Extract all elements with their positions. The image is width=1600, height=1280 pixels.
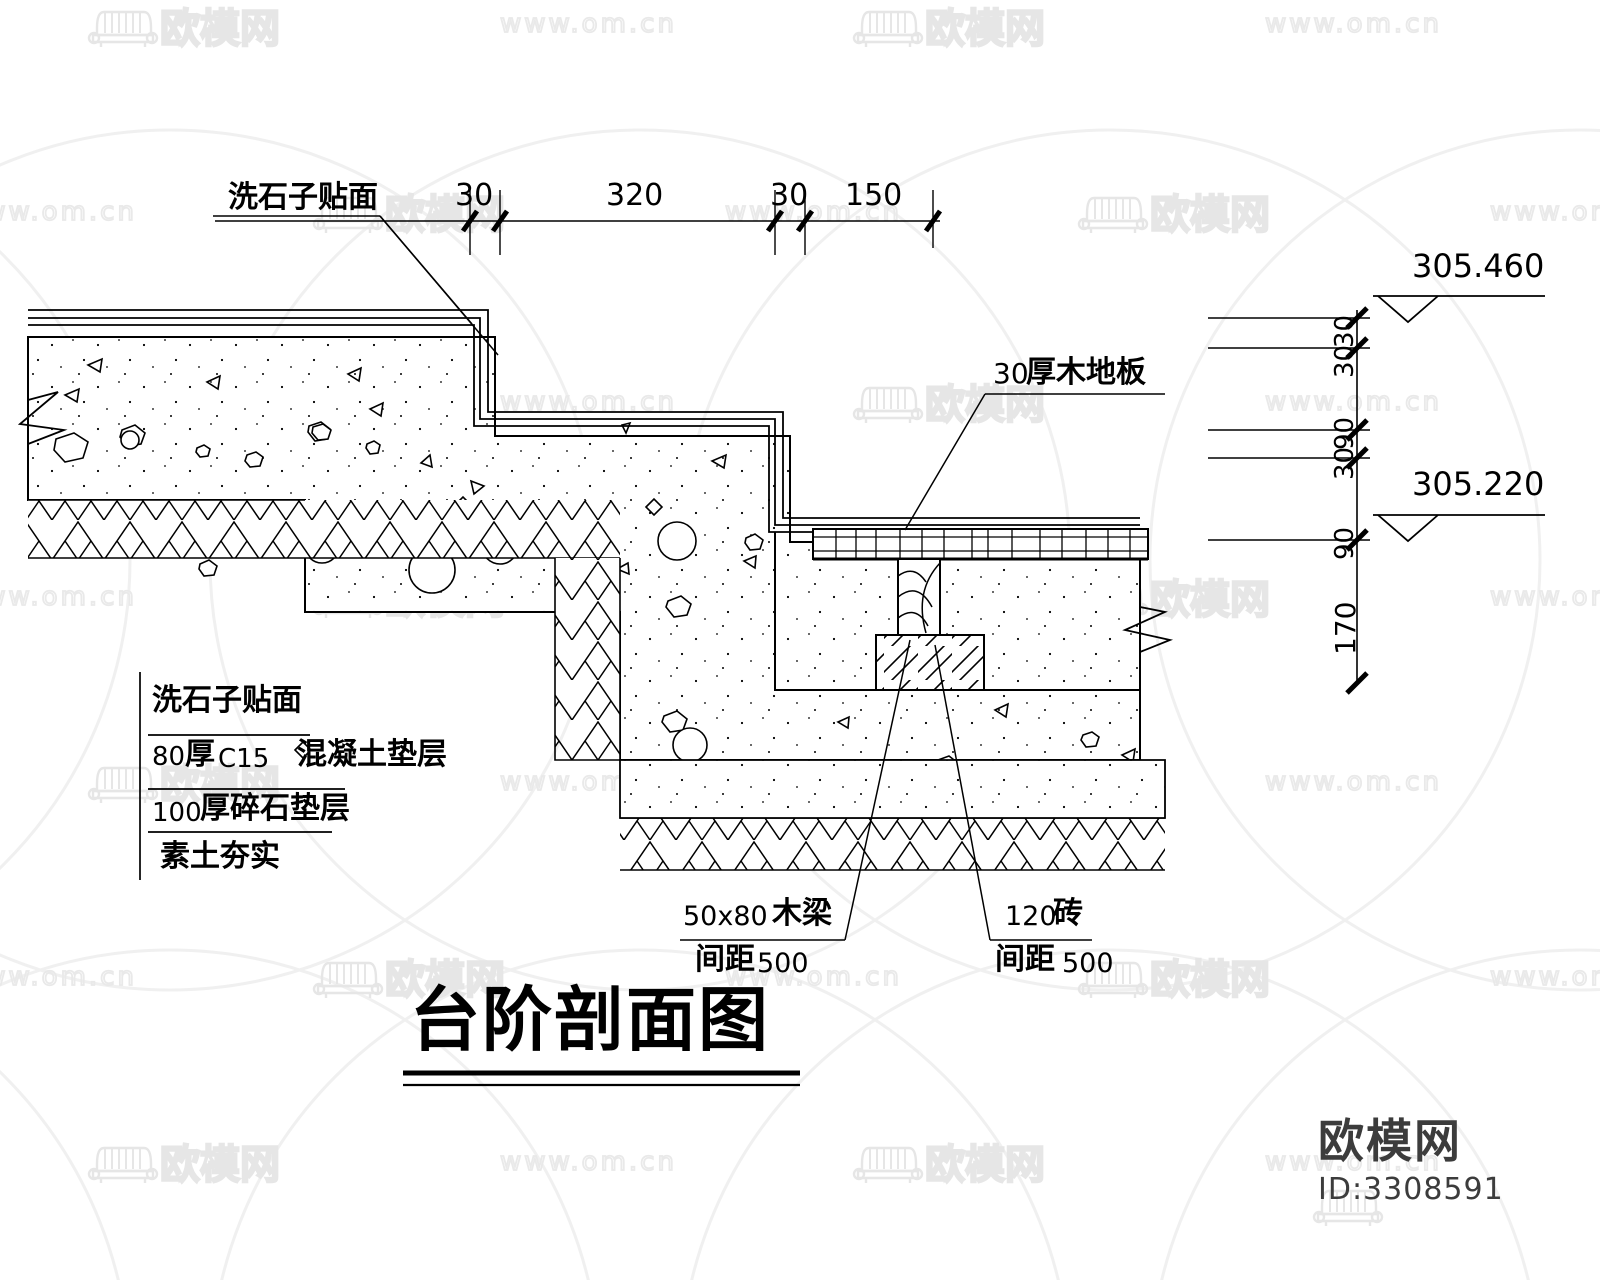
- svg-text:欧模网: 欧模网: [160, 762, 280, 808]
- layer-note-lines: [139, 672, 345, 880]
- svg-text:www.om.cn: www.om.cn: [500, 9, 677, 39]
- wood-floor-leader: [904, 393, 1165, 531]
- svg-text:www.om.cn: www.om.cn: [1265, 9, 1442, 39]
- dimension-right-1: 30: [1330, 314, 1360, 348]
- svg-text:www.om.cn: www.om.cn: [0, 962, 137, 992]
- svg-text:www.om.cn: www.om.cn: [1265, 387, 1442, 417]
- layer-note-2-grade: C15: [218, 744, 270, 774]
- dimension-right-2: 30: [1330, 344, 1360, 378]
- layer-note-2-qty: 80: [152, 742, 186, 772]
- svg-text:www.om.cn: www.om.cn: [500, 1147, 677, 1177]
- svg-text:欧模网: 欧模网: [160, 6, 280, 52]
- svg-text:欧模网: 欧模网: [925, 6, 1045, 52]
- top-dimension-line: [215, 190, 943, 255]
- svg-text:www.om.cn: www.om.cn: [1490, 197, 1600, 227]
- drawing-title: 台阶剖面图: [410, 979, 770, 1061]
- dimension-top-4: 150: [845, 178, 903, 213]
- title-underline: [403, 1070, 800, 1087]
- callout-brick-size: 120: [1005, 901, 1057, 932]
- callout-beam-spacing-value: 500: [757, 948, 809, 979]
- callout-beam-label: 木梁: [772, 896, 832, 931]
- elevation-symbol-lower: [1373, 514, 1545, 543]
- svg-text:www.om.cn: www.om.cn: [0, 582, 137, 612]
- svg-text:www.om.cn: www.om.cn: [0, 197, 137, 227]
- elevation-value-lower: 305.220: [1412, 465, 1545, 503]
- svg-text:欧模网: 欧模网: [1150, 577, 1270, 623]
- dimension-top-2: 320: [606, 178, 664, 213]
- dimension-right-3: 90: [1330, 416, 1360, 450]
- lower-concrete-slab: [619, 759, 1166, 819]
- callout-brick-spacing-label: 间距: [995, 942, 1055, 977]
- callout-stone-finish-top: 洗石子贴面: [228, 180, 378, 215]
- callout-wood-floor-label: 厚木地板: [1026, 355, 1146, 390]
- wood-beam-leader: [680, 639, 911, 941]
- wood-floor: [812, 528, 1149, 561]
- dimension-top-3: 30: [770, 178, 809, 213]
- layer-note-1: 洗石子贴面: [152, 683, 302, 718]
- svg-text:欧模网: 欧模网: [385, 957, 505, 1003]
- svg-text:欧模网: 欧模网: [925, 1142, 1045, 1188]
- elevation-symbol-upper: [1373, 295, 1545, 324]
- brick-leader: [934, 644, 1092, 941]
- dimension-right-5: 90: [1330, 526, 1360, 560]
- elevation-value-upper: 305.460: [1412, 247, 1545, 285]
- callout-wood-floor-thickness: 30: [993, 357, 1029, 390]
- break-line: [17, 391, 1174, 653]
- finish-label-leader: [213, 215, 499, 356]
- layer-note-4: 素土夯实: [160, 839, 280, 874]
- dimension-top-1: 30: [455, 178, 494, 213]
- brand-logo-text: 欧模网: [1318, 1114, 1462, 1168]
- svg-text:www.om.cn: www.om.cn: [1490, 962, 1600, 992]
- svg-text:欧模网: 欧模网: [1150, 957, 1270, 1003]
- callout-beam-size: 50x80: [683, 901, 768, 932]
- dimension-right-6: 170: [1329, 601, 1362, 655]
- layer-note-3-qty: 100: [152, 798, 202, 828]
- brand-id-text: ID:3308591: [1318, 1172, 1504, 1207]
- callout-brick-spacing-value: 500: [1062, 948, 1114, 979]
- wood-beam: [897, 558, 941, 636]
- brick-pedestal: [875, 634, 985, 691]
- svg-text:www.om.cn: www.om.cn: [1490, 582, 1600, 612]
- svg-text:欧模网: 欧模网: [925, 382, 1045, 428]
- callout-beam-spacing-label: 间距: [695, 942, 755, 977]
- dimension-right-4: 30: [1330, 446, 1360, 480]
- svg-text:www.om.cn: www.om.cn: [1265, 1147, 1442, 1177]
- svg-text:欧模网: 欧模网: [385, 192, 505, 238]
- floor-cavity-outline: [774, 532, 1140, 691]
- svg-text:欧模网: 欧模网: [1150, 192, 1270, 238]
- svg-text:欧模网: 欧模网: [160, 1142, 280, 1188]
- layer-note-2-unit: 厚: [185, 737, 215, 772]
- layer-note-3-text: 厚碎石垫层: [200, 791, 350, 826]
- layer-note-2-text: 混凝土垫层: [297, 737, 447, 772]
- svg-text:www.om.cn: www.om.cn: [725, 962, 902, 992]
- right-dimension-chain: [1208, 306, 1370, 695]
- svg-text:www.om.cn: www.om.cn: [1265, 767, 1442, 797]
- callout-brick-label: 砖: [1053, 896, 1083, 931]
- gravel-base-layer: [28, 499, 1165, 871]
